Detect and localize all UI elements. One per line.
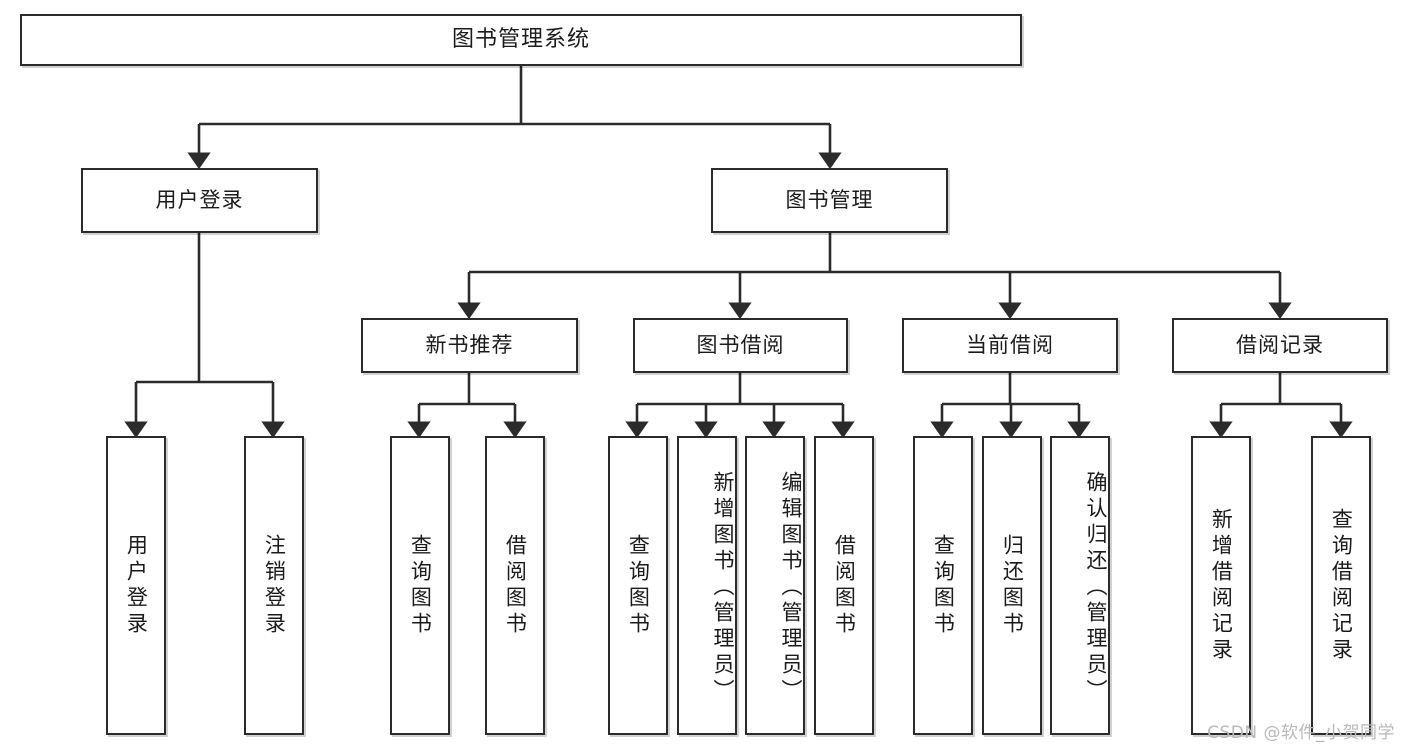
node-borrow-record[interactable]: 借阅记录 (1172, 318, 1388, 373)
node-root-system[interactable]: 图书管理系统 (20, 14, 1022, 66)
node-current-borrow[interactable]: 当前借阅 (902, 318, 1118, 373)
leaf-borrow-record-add[interactable]: 新增借阅记录 (1191, 436, 1251, 735)
leaf-current-borrow-return[interactable]: 归还图书 (982, 436, 1042, 735)
leaf-borrow-record-query[interactable]: 查询借阅记录 (1311, 436, 1371, 735)
node-label: 当前借阅 (966, 333, 1054, 357)
leaf-current-borrow-query[interactable]: 查询图书 (913, 436, 973, 735)
leaf-book-borrow-borrow[interactable]: 借阅图书 (814, 436, 874, 735)
node-label: 图书管理系统 (451, 27, 590, 52)
leaf-book-borrow-query[interactable]: 查询图书 (608, 436, 668, 735)
node-label: 用户登录 (155, 188, 244, 212)
node-label: 查询图书 (408, 533, 433, 638)
node-label: 归还图书 (1000, 533, 1025, 638)
watermark-text: CSDN @软件_小贺同学 (1207, 723, 1395, 743)
leaf-user-login-logout[interactable]: 注销登录 (244, 436, 304, 735)
node-book-management[interactable]: 图书管理 (711, 168, 948, 233)
node-label: 编辑图书（管理员） (779, 471, 803, 705)
leaf-book-borrow-add[interactable]: 新增图书（管理员） (677, 436, 737, 735)
node-label: 用户登录 (124, 533, 149, 638)
node-new-book-recommend[interactable]: 新书推荐 (361, 318, 578, 373)
leaf-current-borrow-confirm-return[interactable]: 确认归还（管理员） (1050, 436, 1110, 735)
node-label: 借阅记录 (1236, 333, 1324, 357)
node-label: 查询图书 (626, 533, 651, 638)
leaf-book-borrow-edit[interactable]: 编辑图书（管理员） (745, 436, 805, 735)
node-label: 查询借阅记录 (1329, 507, 1354, 664)
node-label: 借阅图书 (503, 533, 528, 638)
node-label: 图书借阅 (696, 333, 785, 357)
leaf-new-book-borrow[interactable]: 借阅图书 (485, 436, 545, 735)
node-label: 借阅图书 (832, 533, 857, 638)
node-book-borrow[interactable]: 图书借阅 (633, 318, 848, 373)
node-label: 新增借阅记录 (1209, 507, 1234, 664)
node-label: 查询图书 (931, 533, 956, 638)
node-label: 注销登录 (262, 533, 287, 638)
node-label: 确认归还（管理员） (1084, 471, 1108, 705)
node-label: 新书推荐 (425, 333, 514, 357)
node-user-login[interactable]: 用户登录 (81, 168, 318, 233)
leaf-new-book-query[interactable]: 查询图书 (390, 436, 450, 735)
node-label: 图书管理 (785, 188, 874, 212)
node-label: 新增图书（管理员） (711, 471, 735, 705)
leaf-user-login-login[interactable]: 用户登录 (106, 436, 166, 735)
